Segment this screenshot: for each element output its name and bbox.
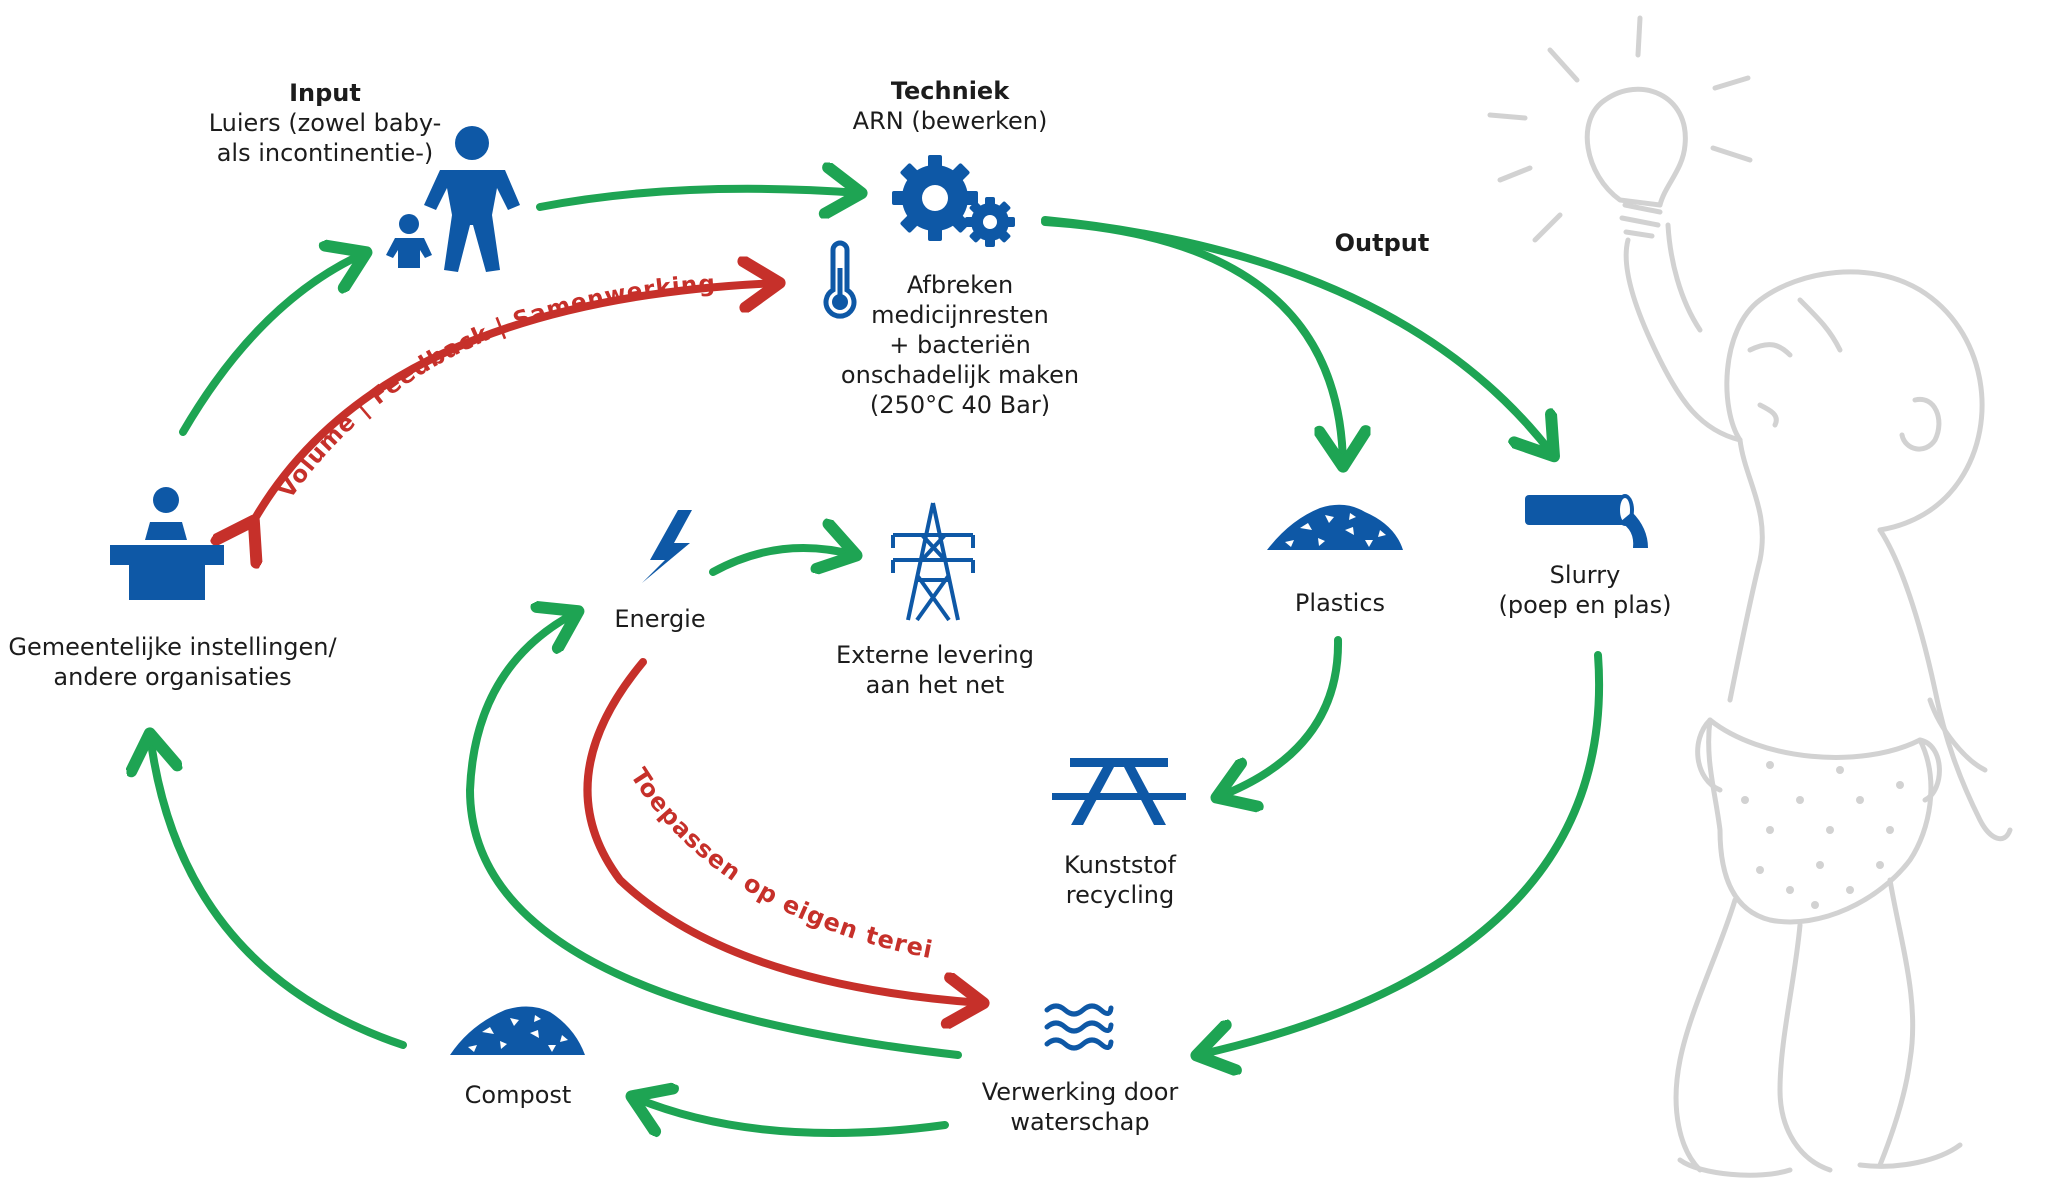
people-icon xyxy=(386,126,520,272)
baby-with-lightbulb-icon xyxy=(1487,15,2013,1178)
arrow-water-to-energy xyxy=(465,612,962,1059)
municipal-line2: andere organisaties xyxy=(53,663,292,691)
diaper-dots xyxy=(1741,761,1904,909)
slurry-label: Slurry (poep en plas) xyxy=(1475,560,1695,620)
gears-icon xyxy=(892,155,1015,247)
slurry-line2: (poep en plas) xyxy=(1498,591,1672,619)
recycling-line2: recycling xyxy=(1065,881,1175,909)
arrow-energy-to-grid xyxy=(709,548,855,576)
recycling-label: Kunststof recycling xyxy=(1020,850,1220,910)
arrow-input-to-technique xyxy=(536,189,860,207)
arrow-plastics-to-recycling xyxy=(1218,636,1343,797)
pile-icon xyxy=(1267,504,1403,550)
grid-label: Externe levering aan het net xyxy=(815,640,1055,700)
process-label: Afbreken medicijnresten + bacteriën onsc… xyxy=(820,270,1100,420)
energy-label: Energie xyxy=(614,605,706,633)
water-line1: Verwerking door xyxy=(981,1078,1179,1106)
picnic-table-icon xyxy=(1052,758,1186,825)
process-line3: + bacteriën xyxy=(889,331,1031,359)
compost-pile-icon xyxy=(450,1006,585,1055)
plastics-label: Plastics xyxy=(1294,589,1386,617)
waves-icon xyxy=(1044,1003,1114,1051)
desk-person-icon xyxy=(110,487,224,600)
input-label: Input Luiers (zowel baby- als incontinen… xyxy=(205,78,445,168)
water-line2: waterschap xyxy=(1010,1108,1150,1136)
technique-line1: ARN (bewerken) xyxy=(852,107,1048,135)
input-line2: als incontinentie-) xyxy=(216,139,434,167)
technique-heading: Techniek xyxy=(890,77,1010,105)
lightning-icon xyxy=(642,510,692,583)
arrow-technique-to-slurry xyxy=(1041,216,1553,455)
grid-line1: Externe levering xyxy=(836,641,1034,669)
process-line4: onschadelijk maken xyxy=(840,361,1080,389)
recycling-line1: Kunststof xyxy=(1064,851,1176,879)
process-line2: medicijnresten xyxy=(871,301,1049,329)
arrow-compost-to-municipal xyxy=(150,735,407,1049)
arrow-municipal-to-input xyxy=(179,253,365,436)
input-heading: Input xyxy=(289,79,361,107)
municipal-line1: Gemeentelijke instellingen/ xyxy=(8,633,337,661)
thermometer-icon xyxy=(823,240,857,319)
pylon-icon xyxy=(891,502,975,622)
compost-label: Compost xyxy=(464,1081,572,1109)
arrow-energy-to-own-site xyxy=(583,658,982,1003)
water-label: Verwerking door waterschap xyxy=(955,1077,1205,1137)
process-line1: Afbreken xyxy=(906,271,1014,299)
grid-line2: aan het net xyxy=(865,671,1005,699)
municipal-label: Gemeentelijke instellingen/ andere organ… xyxy=(0,632,345,692)
output-heading: Output xyxy=(1334,229,1430,257)
input-line1: Luiers (zowel baby- xyxy=(208,109,442,137)
slurry-line1: Slurry xyxy=(1549,561,1621,589)
label-feedback: Volume | Feedback | Samenwerking xyxy=(274,271,717,504)
pipe-icon xyxy=(1525,494,1648,548)
process-line5: (250°C 40 Bar) xyxy=(869,391,1051,419)
arrow-slurry-to-water xyxy=(1198,651,1604,1055)
arrow-water-to-compost xyxy=(633,1097,949,1133)
technique-label: Techniek ARN (bewerken) xyxy=(830,76,1070,136)
arrow-feedback-loop xyxy=(253,283,778,522)
